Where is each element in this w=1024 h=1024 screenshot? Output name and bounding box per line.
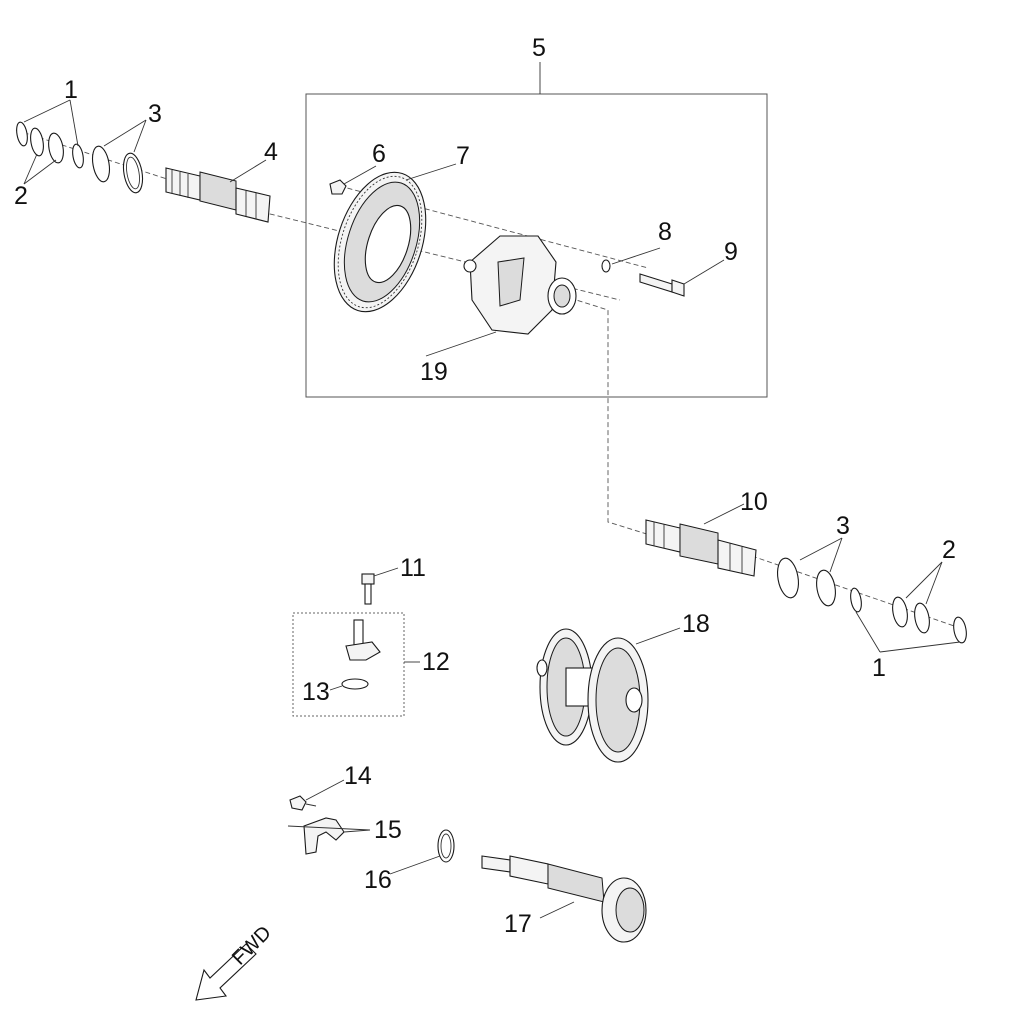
double-gear-18 [536,628,649,763]
callout-19: 19 [420,358,448,386]
callout-15: 15 [374,816,402,844]
nut-6 [329,179,347,195]
callout-10: 10 [740,488,768,516]
arrow-down-left-icon [195,943,257,1001]
shaft-10 [645,519,757,577]
shaft-4 [165,167,271,223]
ring-gear-7 [333,171,427,313]
assembly-box-5 [305,93,768,398]
leader-lines [23,99,961,919]
callout-1a: 1 [64,76,78,104]
callout-14: 14 [344,762,372,790]
callout-3a: 3 [148,100,162,128]
callout-16: 16 [364,866,392,894]
differential-case-19 [463,235,577,335]
sensor-12 [345,619,381,661]
circlip-16 [437,829,455,863]
forward-direction-label: FWD [228,922,276,970]
callout-7: 7 [456,142,470,170]
callout-11: 11 [400,554,426,582]
callout-18: 18 [682,610,710,638]
bolt-9 [639,273,685,297]
shift-fork-15 [303,817,345,855]
left-shim-set [16,121,144,194]
callout-3b: 3 [836,512,850,540]
callout-1b: 1 [872,654,886,682]
callout-9: 9 [724,238,738,266]
bolt-11 [361,573,375,605]
callout-17: 17 [504,910,532,938]
callout-13: 13 [302,678,330,706]
callout-6: 6 [372,140,386,168]
o-ring-13 [341,678,369,690]
bolt-14 [289,795,317,811]
callout-5: 5 [532,34,546,62]
callout-4: 4 [264,138,278,166]
assembly-box-12 [292,612,405,717]
callout-12: 12 [422,648,450,676]
callout-2b: 2 [942,536,956,564]
callout-2a: 2 [14,182,28,210]
callout-8: 8 [658,218,672,246]
right-shim-set [777,557,967,644]
input-shaft-17 [481,855,647,943]
washer-8 [601,259,611,273]
